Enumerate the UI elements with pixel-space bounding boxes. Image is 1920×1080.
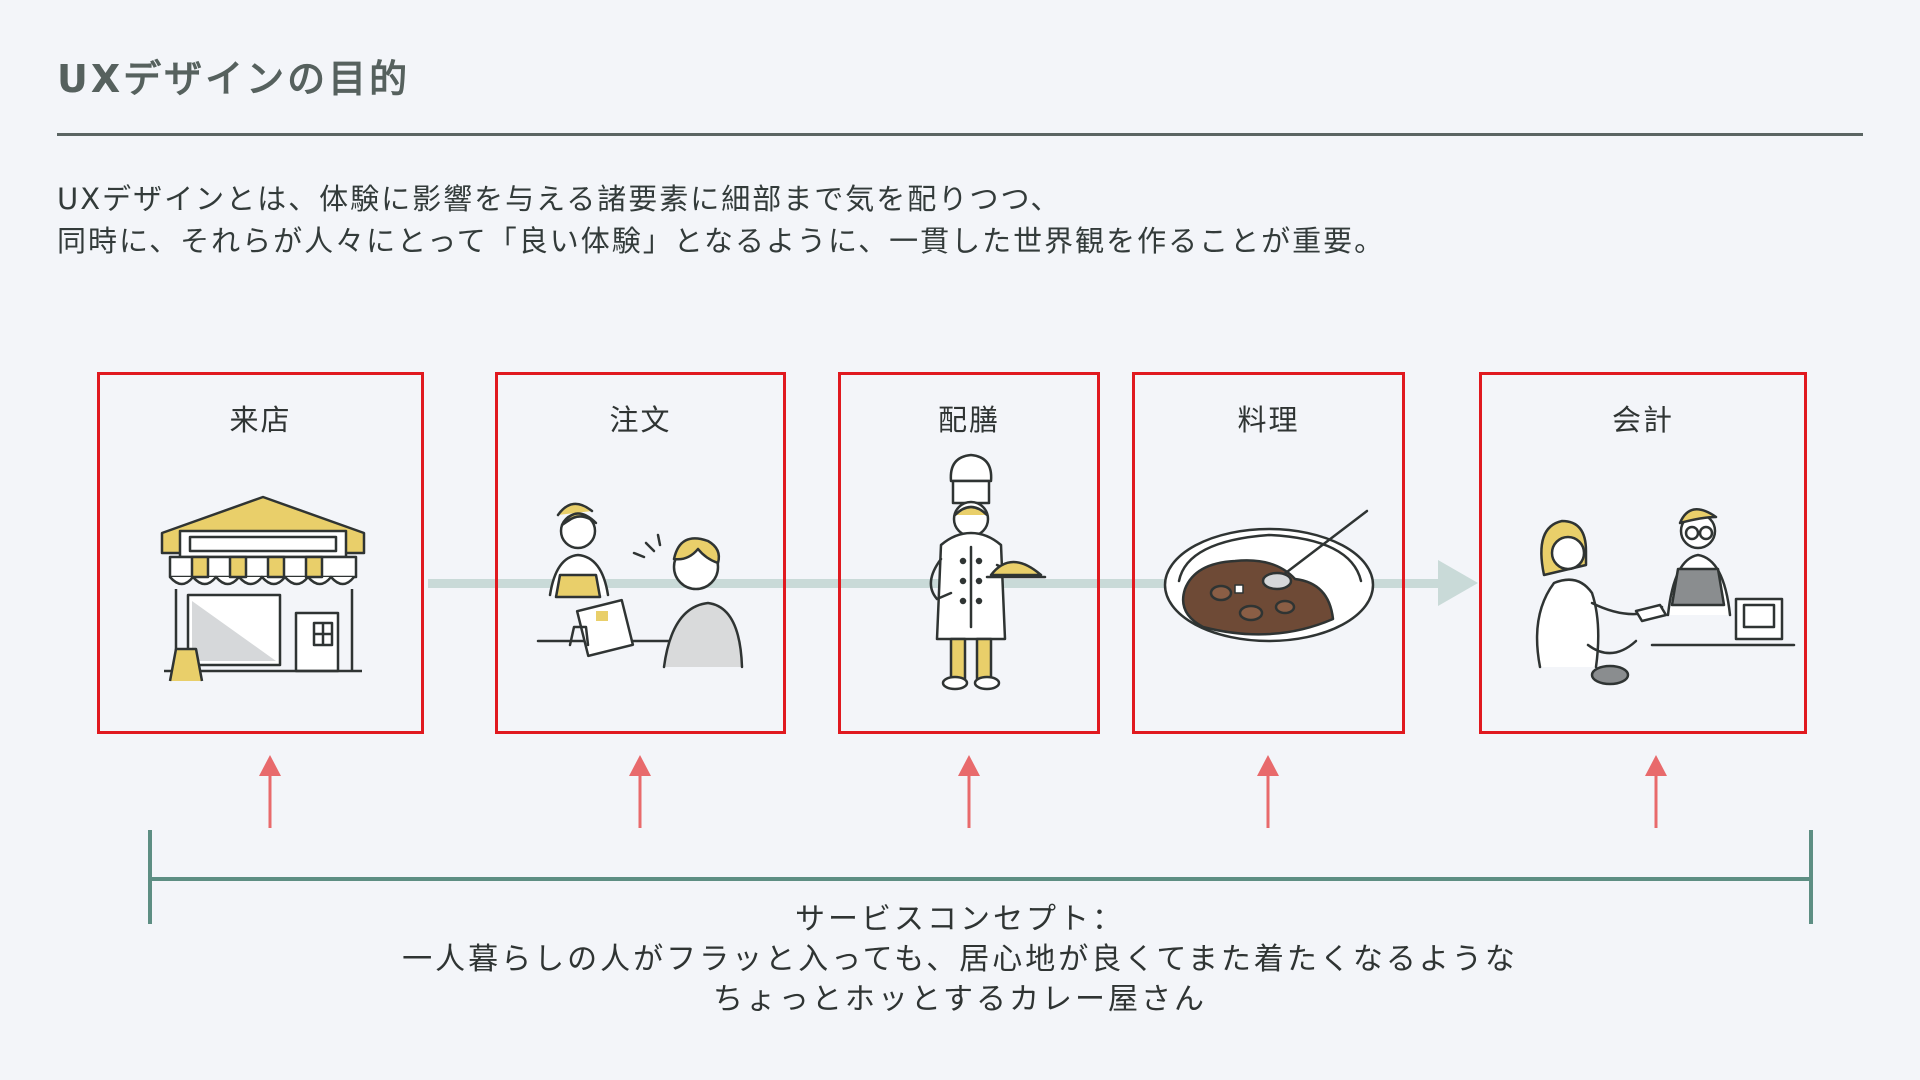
step-label-checkout: 会計 (1611, 403, 1674, 437)
step-dish: 料理 (1132, 372, 1405, 734)
intro-line-1: UXデザインとは、体験に影響を与える諸要素に細部まで気を配りつつ、 (57, 182, 1062, 216)
concept-heading: サービスコンセプト： (795, 902, 1125, 937)
step-label-dish: 料理 (1237, 403, 1300, 437)
curry-plate-illustration (1163, 509, 1375, 643)
step-label-order: 注文 (609, 403, 672, 437)
ordering-illustration (536, 502, 744, 669)
storefront-illustration (160, 495, 366, 682)
step-visit: 来店 (97, 372, 424, 734)
page-title: UXデザインの目的 (57, 57, 411, 101)
step-serve: 配膳 (838, 372, 1100, 734)
title-divider (57, 133, 1863, 136)
chef-serving-illustration (929, 453, 1047, 691)
concept-line-2: 一人暮らしの人がフラッと入っても、居心地が良くてまた着たくなるような (402, 942, 1518, 977)
step-order: 注文 (495, 372, 786, 734)
intro-line-2: 同時に、それらが人々にとって「良い体験」となるように、一貫した世界観を作ることが… (57, 224, 1386, 258)
checkout-illustration (1535, 508, 1796, 686)
step-label-serve: 配膳 (937, 403, 1000, 437)
step-checkout: 会計 (1479, 372, 1807, 734)
service-concept: サービスコンセプト： 一人暮らしの人がフラッと入っても、居心地が良くてまた着たく… (260, 900, 1660, 1020)
intro-text: UXデザインとは、体験に影響を与える諸要素に細部まで気を配りつつ、 同時に、それ… (57, 178, 1385, 262)
concept-line-3: ちょっとホッとするカレー屋さん (712, 982, 1208, 1017)
step-label-visit: 来店 (229, 403, 292, 437)
